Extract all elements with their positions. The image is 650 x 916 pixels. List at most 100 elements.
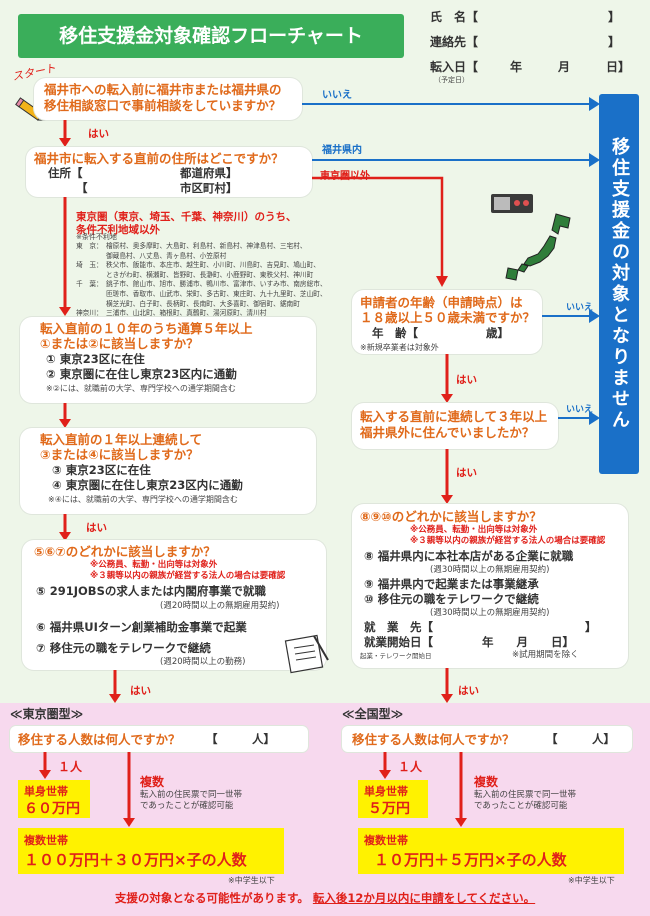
tokyo-multi-label: 複数 xyxy=(140,775,165,789)
excluded-pref: 神奈川： xyxy=(76,309,103,318)
tokyo-single-box xyxy=(18,780,90,818)
q2-addr-label: 住所【 xyxy=(48,166,83,180)
q3-line1: 転入直前の１０年のうち通算５年以上 xyxy=(40,321,253,336)
q5-box xyxy=(22,540,326,670)
q5-note1: ※公務員、転勤・出向等は対象外 xyxy=(90,560,218,570)
japan-map-icon xyxy=(505,213,571,281)
three-year-yes-label: はい xyxy=(456,467,477,479)
nation-multi-arrow xyxy=(455,752,467,827)
excluded-pref: 埼 玉： xyxy=(76,261,103,270)
q8-employer-label: 就 業 先【 xyxy=(364,620,433,634)
fukui-arrow xyxy=(312,153,600,167)
age-no-arrow xyxy=(542,309,600,323)
nation-one-label: １人 xyxy=(398,760,423,774)
nation-multi-note1: 転入前の住民票で同一世帯 xyxy=(474,790,577,800)
excluded-header: ※条件不利地 xyxy=(76,233,117,241)
excluded-row: 埼 玉：秩父市、飯能市、本庄市、越生町、小川町、川島町、吉見町、鳩山町、 xyxy=(76,261,356,271)
three-year-line1: 転入する直前に連続して３年以上 xyxy=(360,409,548,424)
branch-tokyo-label: 東京圏以外 xyxy=(320,171,370,182)
not-eligible-banner: 移住支援金の対象となりません xyxy=(599,94,639,474)
excluded-row: 匝瑳市、香取市、山武市、栄町、多古町、東庄町、九十九里町、芝山町、 xyxy=(76,290,356,300)
excluded-towns: 横芝光町、白子町、長柄町、長南町、大多喜町、御宿町、鋸南町 xyxy=(106,299,300,308)
q3-down-arrow xyxy=(59,403,71,428)
q3-box xyxy=(20,317,316,403)
q2-tokyo-arrow xyxy=(59,197,71,316)
q8-box xyxy=(352,504,628,668)
tokyo-multi-amount-label: 複数世帯 xyxy=(24,834,68,847)
q4-box xyxy=(20,428,316,514)
form-contact-field: 連絡先【 】 xyxy=(430,35,630,49)
q8-start-date-note: ※試用期間を除く xyxy=(512,650,579,660)
q5-opt6: ⑥ 福井県UIターン創業補助金事業で起業 xyxy=(36,620,247,634)
branch-fukui-label: 福井県内 xyxy=(322,145,362,156)
three-year-no-arrow xyxy=(558,411,600,425)
q4-yes-arrow xyxy=(59,514,71,541)
q1-line2: 移住相談窓口で事前相談をしていますか？ xyxy=(44,98,282,113)
nation-count-field: 【 人】 xyxy=(546,732,615,746)
name-label: 氏 名【 xyxy=(430,10,479,24)
excluded-pref xyxy=(76,300,106,310)
nation-count-box xyxy=(342,726,632,752)
age-yes-arrow xyxy=(441,354,453,403)
q2-addr-city: 市区町村】 xyxy=(180,181,238,195)
tokyo-multi-arrow xyxy=(123,752,135,827)
nation-single-label: 単身世帯 xyxy=(364,785,408,798)
q2-box xyxy=(26,147,312,197)
contact-label: 連絡先【 xyxy=(430,35,479,49)
q4-yes-label: はい xyxy=(86,522,107,534)
tokyo-cond-line2: 条件不利地域以外 xyxy=(76,224,160,236)
tokyo-one-label: １人 xyxy=(58,760,83,774)
q8-start-date-label: 就業開始日【 xyxy=(364,635,433,649)
age-yes-label: はい xyxy=(456,374,477,386)
excluded-pref: 千 葉： xyxy=(76,280,103,289)
q3-note: ※②には、就職前の大学、専門学校への通学期間含む xyxy=(46,384,236,393)
tokyo-single-label: 単身世帯 xyxy=(24,785,68,798)
three-year-no-label: いいえ xyxy=(566,405,594,415)
outside-tokyo-arrow xyxy=(312,176,448,287)
q8-note1: ※公務員、転勤・出向等は対象外 xyxy=(410,525,538,535)
q4-line1: 転入直前の１年以上連続して xyxy=(40,432,203,447)
q5-yes-arrow xyxy=(109,670,121,703)
footer-text: 支援の対象となる可能性があります。 転入後12か月以内に申請をしてください。 xyxy=(0,890,650,906)
nation-count-question: 移住する人数は何人ですか？ xyxy=(352,732,515,747)
q8-opt8-sub: (週30時間以上の無期雇用契約) xyxy=(430,565,550,575)
nation-type-heading: ≪全国型≫ xyxy=(342,707,404,721)
nation-one-arrow xyxy=(379,752,391,779)
q5-opt5-sub: (週20時間以上の無期雇用契約) xyxy=(160,601,280,611)
q1-no-arrow xyxy=(302,97,600,111)
excluded-pref xyxy=(76,290,106,300)
age-no-label: いいえ xyxy=(566,303,594,313)
tokyo-count-question: 移住する人数は何人ですか？ xyxy=(18,732,181,747)
q8-yes-label: はい xyxy=(458,685,479,697)
excluded-towns: 御蔵島村、八丈島、青ヶ島村、小笠原村 xyxy=(106,251,227,260)
excluded-pref: 東 京： xyxy=(76,242,103,250)
q8-start-date-sub: 起業・テレワーク開始日 xyxy=(360,652,432,660)
excluded-towns: 三浦市、山北町、箱根町、真鶴町、湯河原町、清川村 xyxy=(106,309,267,318)
move-date-fields: 年 月 日】 xyxy=(510,60,631,74)
name-end: 】 xyxy=(608,10,621,24)
q5-opt5: ⑤ 291JOBSの求人または内閣府事業で就職 xyxy=(36,584,266,598)
q2-question: 福井市に転入する直前の住所はどこですか？ xyxy=(34,151,284,166)
nation-multi-box xyxy=(358,828,624,874)
age-label: 年 齢【 xyxy=(372,326,418,340)
nation-multi-amount-label: 複数世帯 xyxy=(364,834,408,847)
form-name-field: 氏 名【 】 xyxy=(430,10,630,24)
tokyo-multi-amount: １００万円＋３０万円×子の人数 xyxy=(24,851,247,869)
move-date-sub: （予定日） xyxy=(434,76,469,84)
tokyo-multi-note1: 転入前の住民票で同一世帯 xyxy=(140,790,243,800)
excluded-pref xyxy=(76,271,106,281)
q8-opt10-sub: (週30時間以上の無期雇用契約) xyxy=(430,608,550,618)
notebook-icon xyxy=(284,634,329,674)
tokyo-cond-line1: 東京圏（東京、埼玉、千葉、神奈川）のうち、 xyxy=(76,211,297,223)
excluded-row: 御蔵島村、八丈島、青ヶ島村、小笠原村 xyxy=(76,252,356,262)
q1-box xyxy=(34,78,302,120)
excluded-towns: 秩父市、飯能市、本庄市、越生町、小川町、川島町、吉見町、鳩山町、 xyxy=(106,261,320,270)
nation-single-box xyxy=(358,780,428,818)
excluded-pref xyxy=(76,252,106,262)
q5-opt7-sub: (週20時間以上の勤務) xyxy=(160,657,246,667)
age-line2: １８歳以上５０歳未満ですか？ xyxy=(360,310,536,325)
age-note: ※新規卒業者は対象外 xyxy=(360,343,439,352)
nation-single-amount: ５万円 xyxy=(368,801,410,817)
radio-icon xyxy=(491,194,533,213)
